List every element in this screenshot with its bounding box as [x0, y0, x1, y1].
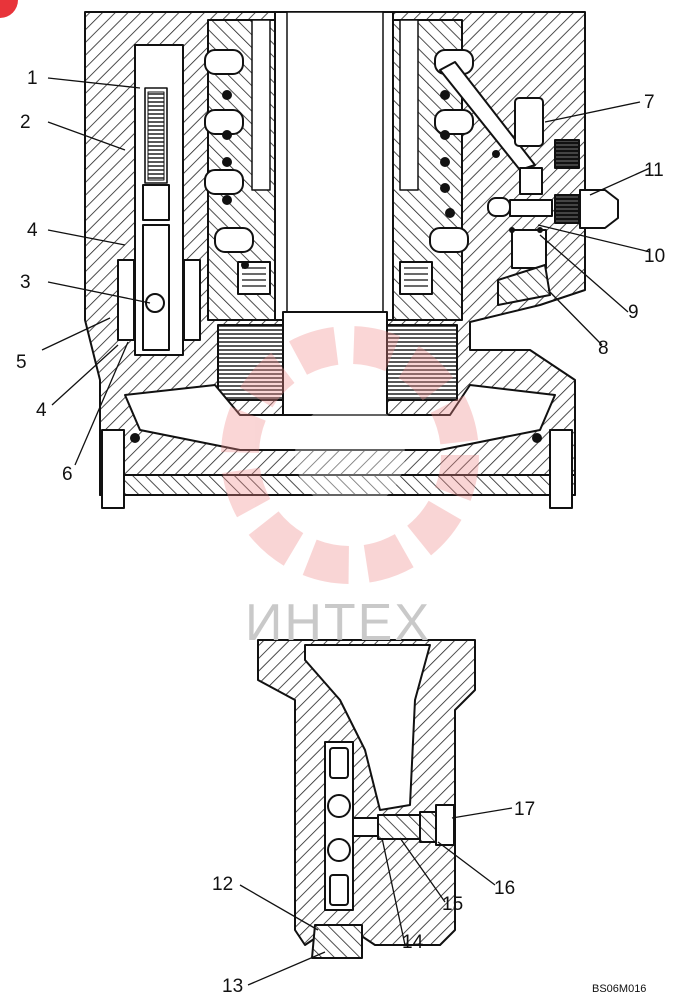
plug-13 [311, 924, 363, 959]
callout-13: 13 [222, 976, 243, 997]
callout-11: 11 [644, 160, 664, 181]
plug-8 [497, 264, 551, 306]
watermark-text: ИНТЕХ [245, 594, 431, 652]
top-assembly-section [84, 11, 619, 509]
callout-2: 2 [20, 112, 31, 133]
check-ball [145, 293, 165, 313]
callout-17: 17 [514, 799, 535, 820]
right-valve-cap [514, 97, 544, 147]
callout-6: 6 [62, 464, 73, 485]
bolt-right [549, 429, 573, 509]
callout-5: 5 [16, 352, 27, 373]
corner-marker [0, 0, 18, 18]
callout-4-lower: 4 [36, 400, 47, 421]
bottom-cover [99, 474, 576, 496]
fitting-11 [579, 189, 619, 229]
brake-disc-pack-right [386, 324, 458, 401]
o-rings [130, 90, 543, 443]
detail-bore [304, 644, 431, 811]
callout-8: 8 [598, 338, 609, 359]
callout-7: 7 [644, 92, 655, 113]
callout-14: 14 [402, 932, 424, 953]
spring-left [237, 261, 271, 295]
right-oil-passage [439, 61, 536, 171]
callout-15: 15 [442, 894, 463, 915]
bolt-left [101, 429, 125, 509]
callout-9: 9 [628, 302, 639, 323]
callout-4-upper: 4 [27, 220, 38, 241]
lower-cavity [124, 384, 556, 451]
detail-body [257, 639, 476, 946]
brake-disc-pack-left [217, 324, 284, 401]
drawing-code: BS06M016 [592, 983, 646, 995]
spring-right [399, 261, 433, 295]
shaft-lower [282, 311, 388, 417]
callout-labels: 1 2 3 4 4 5 6 7 8 9 10 11 12 13 14 15 16… [16, 68, 665, 997]
cap-17 [435, 804, 455, 846]
plunger-15 [377, 814, 421, 840]
callout-10: 10 [644, 246, 665, 267]
watermark-gear [221, 326, 479, 584]
callout-3: 3 [20, 272, 31, 293]
callout-1: 1 [27, 68, 38, 89]
callout-16: 16 [494, 878, 515, 899]
bottom-detail-section [257, 639, 476, 959]
leader-lines [41, 77, 651, 986]
callout-12: 12 [212, 874, 233, 895]
